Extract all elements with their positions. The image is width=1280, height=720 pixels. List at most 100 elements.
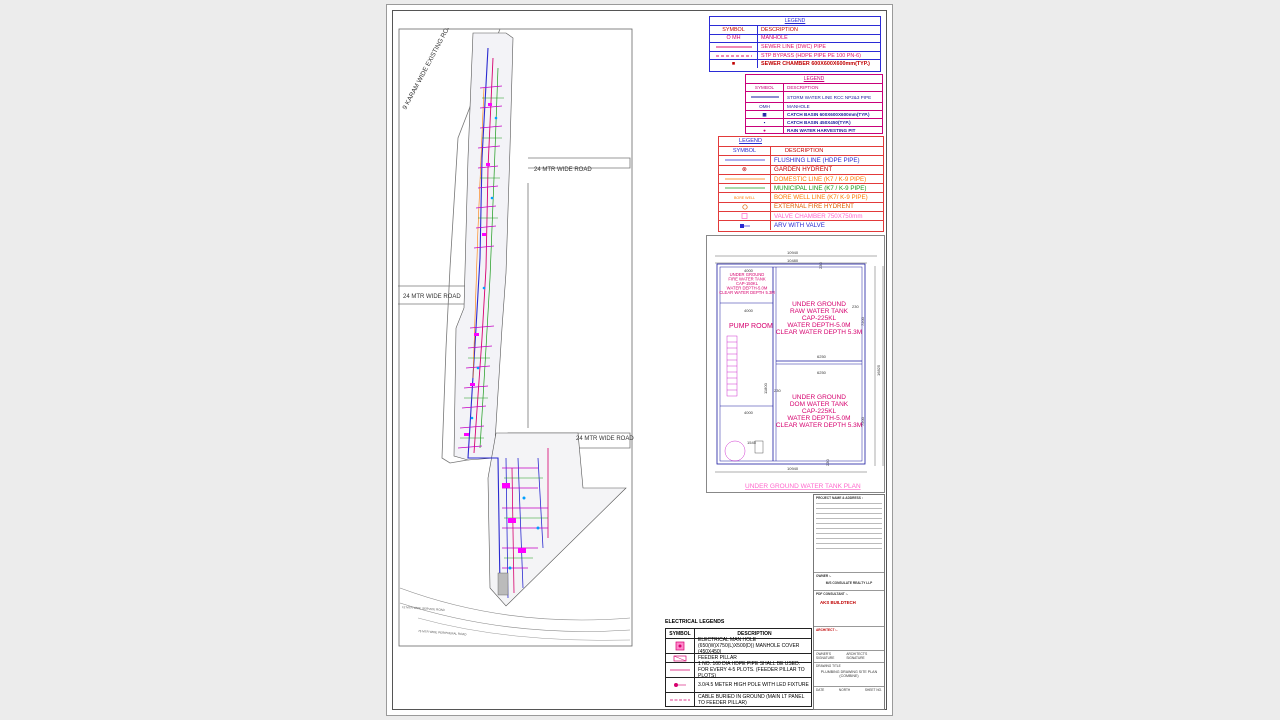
dom-tank-label-line: CAP-225KL (802, 408, 837, 415)
sewer-legend-row: STP BYPASS (HDPE PIPE PE 100 PN-6) (710, 50, 880, 60)
storm-manhole-symbol: OMH (746, 103, 784, 110)
storm-legend-desc: CATCH BASIN 600X600X600mm(TYP.) (787, 112, 870, 117)
dim-dom-depth: 7200 (860, 416, 865, 426)
road-label-peripheral: 75 MTR WIDE PERIPHERAL ROAD (418, 629, 468, 636)
electrical-legend-desc: 1 NO. 160 DIA HDPE PIPE SHALL BE USED. F… (698, 661, 805, 679)
water-legend-header: SYMBOL DESCRIPTION (719, 146, 883, 156)
owner-name: M/S CONSULATE REALTY LLP (825, 581, 873, 585)
sewer-legend-title: LEGEND (784, 18, 806, 24)
drawing-title: PLUMBING DRAWING SITE PLAN (COMBINE) (820, 670, 878, 678)
sewer-legend-header: SYMBOL DESCRIPTION (710, 25, 880, 34)
storm-legend-row: STORM WATER LINE RCC NP2&3 PIPE (746, 91, 882, 102)
electrical-legend-desc: CABLE BURIED IN GROUND (MAIN LT PANEL TO… (698, 693, 805, 706)
dim-left-height: 11800 (763, 382, 768, 394)
sheet-label: SHEET NO. (864, 688, 882, 692)
owner-signature-label: OWNER'S SIGNATURE (816, 652, 835, 660)
title-block: PROJECT NAME & ADDRESS : OWNER :- M/S CO… (813, 494, 885, 710)
water-legend-desc: VALVE CHAMBER 750X750mm (774, 212, 863, 220)
water-legend-row: FLUSHING LINE (HDPE PIPE) (719, 155, 883, 165)
buried-cable-symbol (666, 693, 695, 706)
water-legend-desc: ARV WITH VALVE (774, 222, 825, 230)
fire-tank-label-line: FIRE WATER TANK (728, 277, 766, 282)
tank-plan-frame: 10940 10480 230 4000 4000 4000 6250 6250… (706, 235, 885, 493)
hdpe-pipe-symbol (666, 663, 695, 677)
sewer-legend-col-desc: DESCRIPTION (761, 26, 798, 33)
storm-line-symbol (746, 92, 784, 102)
water-legend-desc: DOMESTIC LINE (K7 / K-9 PIPE) (774, 175, 867, 183)
water-legend: LEGEND SYMBOL DESCRIPTION FLUSHING LINE … (718, 136, 884, 232)
electrical-legend: ELECTRICAL LEGENDS SYMBOL DESCRIPTION EL… (665, 619, 812, 707)
electrical-manhole-icon (666, 639, 695, 653)
storm-legend-desc: MANHOLE (787, 104, 810, 109)
tank-plan-caption: UNDER GROUND WATER TANK PLAN (745, 483, 861, 490)
drawing-title-section: DRAWING TITLE PLUMBING DRAWING SITE PLAN… (814, 663, 884, 687)
dim-mid-width-b: 6250 (817, 370, 827, 375)
catch-basin-large-symbol: ▦ (746, 111, 784, 118)
dim-pump-top: 4000 (744, 268, 754, 273)
sewer-legend-row: SEWER LINE (DWC) PIPE (710, 42, 880, 51)
arv-valve-icon (719, 221, 771, 230)
road-label-24-mtr-right: 24 MTR WIDE ROAD (576, 436, 634, 442)
water-legend-col-symbol: SYMBOL (719, 147, 771, 156)
valve-chamber-icon (719, 212, 771, 221)
raw-tank-label-line: WATER DEPTH-5.0M (787, 322, 850, 329)
date-section: DATE NORTH SHEET NO. (814, 687, 884, 701)
storm-legend-desc: CATCH BASIN 450X450(TYP.) (787, 120, 851, 125)
architect-signature-label: ARCHITECT'S SIGNATURE (846, 652, 868, 660)
water-legend-title: LEGEND (739, 138, 763, 144)
water-legend-desc: FLUSHING LINE (HDPE PIPE) (774, 156, 860, 164)
dim-total-height: 16825 (876, 364, 881, 376)
dim-raw-depth: 7200 (860, 316, 865, 326)
led-pole-icon (666, 678, 695, 692)
electrical-legend-row: ELECTRICAL MAN HOLE (650(W)X750(L)X500(D… (666, 637, 811, 655)
raw-tank-label-line: CLEAR WATER DEPTH 5.3M (776, 329, 862, 336)
water-legend-row: DOMESTIC LINE (K7 / K-9 PIPE) (719, 173, 883, 184)
dim-top-wall: 230 (818, 262, 823, 269)
sewer-legend-row: O MH MANHOLE (710, 33, 880, 43)
drawing-title-label: DRAWING TITLE (816, 664, 841, 668)
dom-tank-label-line: UNDER GROUND (792, 394, 846, 401)
water-legend-desc: GARDEN HYDRENT (774, 166, 833, 174)
architect-section: ARCHITECT :- (814, 627, 884, 651)
north-label: NORTH (838, 688, 851, 692)
fire-hydrant-icon (719, 202, 771, 212)
storm-legend-row: ● RAIN WATER HARVESTING PIT (746, 126, 882, 134)
road-label-9-karam: 9 KARAM WIDE EXISTING ROAD (402, 28, 455, 111)
storm-legend: LEGEND SYMBOL DESCRIPTION STORM WATER LI… (745, 74, 883, 134)
sewer-legend-desc: STP BYPASS (HDPE PIPE PE 100 PN-6) (761, 52, 861, 59)
electrical-legend-row: FEEDER PILLAR (666, 653, 811, 662)
fire-tank-label-line: UNDER GROUND (730, 272, 765, 277)
water-legend-row: BORE WELL BORE WELL LINE (K7/ K-9 PIPE) (719, 192, 883, 202)
flushing-line-symbol (719, 156, 771, 165)
feeder-pillar-icon (666, 654, 695, 662)
water-legend-desc: MUNICIPAL LINE (K7 / K-9 PIPE) (774, 184, 867, 192)
owner-section: OWNER :- M/S CONSULATE REALTY LLP (814, 573, 884, 591)
storm-legend-title: LEGEND (803, 76, 825, 82)
storm-legend-desc: RAIN WATER HARVESTING PIT (787, 128, 856, 133)
dom-tank-label-line: WATER DEPTH-5.0M (787, 415, 850, 422)
water-legend-row: MUNICIPAL LINE (K7 / K-9 PIPE) (719, 183, 883, 193)
architect-label: ARCHITECT :- (816, 628, 838, 632)
water-legend-row: VALVE CHAMBER 750X750mm (719, 211, 883, 221)
dim-bottom-wall: 230 (825, 459, 830, 466)
dim-pump-low: 4000 (744, 410, 754, 415)
raw-tank-label-line: UNDER GROUND (792, 301, 846, 308)
owner-label: OWNER :- (816, 574, 832, 578)
raw-tank-label-line: RAW WATER TANK (790, 308, 849, 315)
dim-bottom-width: 10940 (787, 466, 799, 471)
fire-tank-label-line: CLEAR WATER DEPTH 5.3M (719, 290, 775, 295)
electrical-legend-header: SYMBOL DESCRIPTION (666, 629, 811, 638)
water-legend-row: EXTERNAL FIRE HYDRENT (719, 201, 883, 212)
bore-well-symbol: BORE WELL (719, 193, 771, 202)
fire-tank-label-line: CAP-150KL (736, 281, 759, 286)
domestic-line-symbol (719, 174, 771, 184)
road-label-service: 12 MTR WIDE SERVICE ROAD (402, 605, 446, 612)
garden-hydrant-icon: ⊗ (719, 165, 771, 174)
sewer-line-symbol (710, 43, 758, 51)
consultant-section: PDF CONSULTANT :- AKS BUILDTECH (814, 591, 884, 627)
storm-legend-header: SYMBOL DESCRIPTION (746, 83, 882, 91)
consultant-name: AKS BUILDTECH (820, 600, 856, 605)
project-label: PROJECT NAME & ADDRESS : (816, 496, 863, 500)
